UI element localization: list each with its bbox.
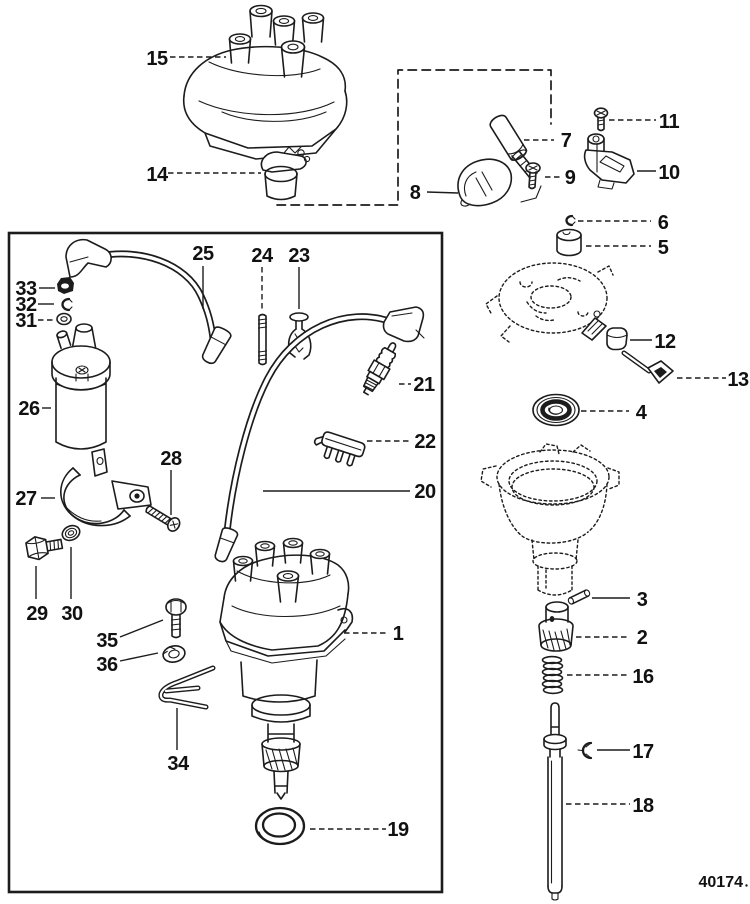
part-3-pin (567, 589, 591, 605)
part-24-stud (257, 313, 268, 366)
part-13-link (621, 350, 674, 384)
part-20-spark-plug-wire (214, 306, 425, 563)
part-23-terminal-clip (287, 312, 312, 360)
part-28-screw (145, 505, 181, 532)
leader-lines (35, 56, 726, 830)
part-6-clip (565, 214, 576, 227)
part-27-coil-clamp (60, 448, 152, 527)
callout-17: 17 (632, 741, 654, 763)
part-21-spark-plug (362, 342, 397, 396)
part-18-shaft (543, 702, 567, 901)
callout-21: 21 (413, 374, 435, 396)
callout-5: 5 (658, 237, 669, 259)
part-25-coil-wire (65, 238, 232, 365)
callout-2: 2 (637, 627, 648, 649)
callout-11: 11 (659, 111, 680, 133)
part-32-lock-clip (61, 297, 73, 312)
callout-10: 10 (658, 162, 680, 184)
callout-7: 7 (561, 130, 572, 152)
callout-20: 20 (414, 481, 436, 503)
callout-28: 28 (160, 448, 182, 470)
callout-25: 25 (192, 243, 214, 265)
part-31-washer (56, 312, 72, 326)
breaker-plate-phantom (485, 262, 614, 343)
callout-24: 24 (251, 245, 274, 267)
callout-35: 35 (96, 630, 118, 652)
callout-36: 36 (96, 654, 118, 676)
part-12-cap (581, 310, 628, 351)
callout-labels: 15 14 7 8 9 11 10 6 5 12 13 4 3 2 16 17 … (15, 48, 749, 841)
callout-12: 12 (654, 331, 676, 353)
part-2-drive-gear (538, 601, 574, 652)
part-26-ignition-coil (51, 323, 111, 450)
callout-33: 33 (15, 278, 37, 300)
part-30-washer (61, 524, 81, 542)
callout-27: 27 (15, 488, 37, 510)
part-29-bolt (25, 536, 64, 561)
part-33-nut (57, 277, 74, 294)
part-1-distributor-assembly (219, 537, 354, 800)
period-speck (745, 884, 748, 887)
callout-13: 13 (727, 369, 749, 391)
part-15-distributor-cap (182, 4, 348, 160)
callout-9: 9 (565, 167, 576, 189)
leader-35 (119, 619, 164, 638)
callout-15: 15 (146, 48, 168, 70)
callout-14: 14 (146, 164, 169, 186)
leader-36 (119, 652, 159, 662)
callout-4: 4 (636, 402, 648, 424)
part-34-spring-clip (158, 665, 216, 710)
callout-22: 22 (414, 431, 436, 453)
callout-3: 3 (637, 589, 648, 611)
part-16-spring (541, 655, 564, 695)
callout-18: 18 (632, 795, 654, 817)
part-35-bolt (165, 598, 187, 639)
part-17-e-clip (577, 741, 593, 760)
part-10-bracket (583, 133, 635, 190)
dashed-connector-line (276, 69, 552, 206)
part-19-o-ring (254, 806, 306, 846)
housing-phantom (480, 443, 620, 596)
part-14-rotor (260, 146, 311, 201)
part-5-bushing (556, 228, 582, 257)
callout-32: 32 (15, 294, 37, 316)
callout-31: 31 (15, 310, 37, 332)
callout-23: 23 (288, 245, 310, 267)
callout-30: 30 (61, 603, 83, 625)
drawing-number: 40174 (699, 874, 744, 891)
leader-8 (426, 191, 459, 194)
callout-29: 29 (26, 603, 48, 625)
part-4-seal (532, 393, 580, 427)
part-9-screw (525, 162, 541, 190)
callout-6: 6 (658, 212, 669, 234)
callout-16: 16 (632, 666, 654, 688)
part-8-distributor-boot (457, 158, 542, 207)
callout-34: 34 (167, 753, 190, 775)
callout-19: 19 (387, 819, 409, 841)
callout-26: 26 (18, 398, 40, 420)
part-22-wire-separator (313, 431, 366, 467)
callout-8: 8 (410, 182, 421, 204)
callout-1: 1 (393, 623, 404, 645)
part-11-screw (593, 107, 609, 132)
parts-box-border (7, 231, 444, 894)
part-36-lock-washer (162, 645, 186, 663)
